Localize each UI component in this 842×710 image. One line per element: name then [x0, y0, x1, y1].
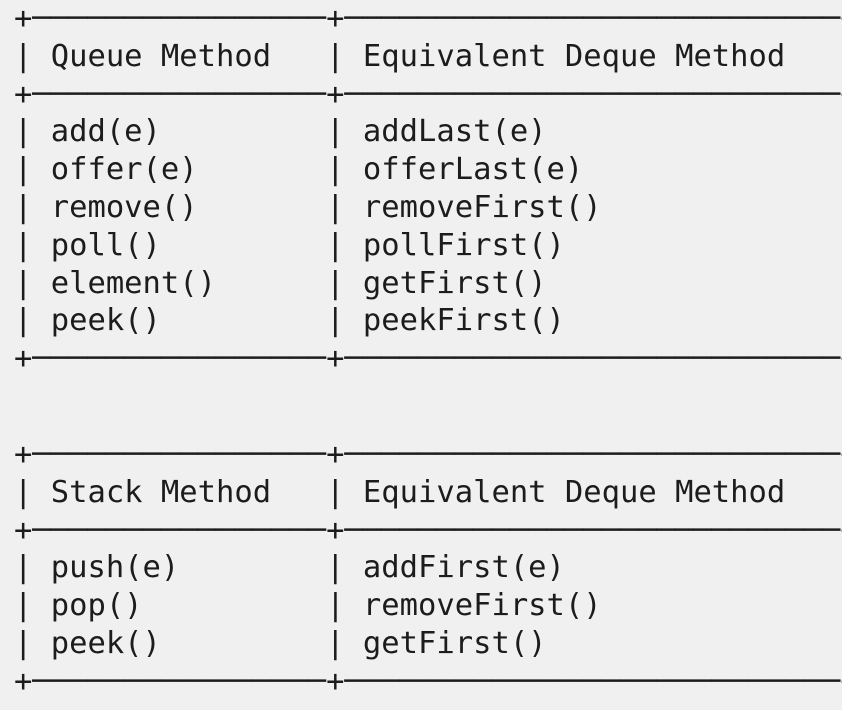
- table-border: |: [583, 152, 842, 188]
- table-row: | element() | getFirst() |: [14, 265, 842, 303]
- table-border: |: [14, 114, 51, 150]
- deque-method-cell: pollFirst(): [362, 227, 565, 263]
- table-row: | add(e) | addLast(e) |: [14, 113, 842, 151]
- table-row: | poll() | pollFirst() |: [14, 227, 842, 265]
- method-cell: peek(): [50, 625, 161, 661]
- table-border: |: [546, 625, 842, 661]
- table-border: |: [14, 189, 51, 225]
- table-border: |: [546, 265, 842, 301]
- table-border-top: +────────────────+──────────────────────…: [14, 0, 842, 38]
- table-border: +────────────────+──────────────────────…: [14, 341, 842, 377]
- method-cell: push(e): [50, 550, 180, 586]
- method-cell: pop(): [50, 588, 143, 624]
- method-cell: poll(): [50, 227, 161, 263]
- table-border: |: [564, 303, 842, 339]
- table-border: |: [14, 265, 51, 301]
- table-border: |: [160, 227, 363, 263]
- table-border: |: [14, 38, 51, 74]
- header-cell: Queue Method: [50, 38, 272, 74]
- method-cell: add(e): [50, 114, 161, 150]
- table-border: |: [197, 189, 363, 225]
- deque-method-cell: getFirst(): [362, 625, 547, 661]
- method-cell: offer(e): [50, 152, 198, 188]
- header-cell: Equivalent Deque Method: [362, 38, 786, 74]
- table-border: +────────────────+──────────────────────…: [14, 663, 842, 699]
- method-cell: element(): [50, 265, 216, 301]
- table-border: |: [564, 227, 842, 263]
- table-border: |: [160, 625, 363, 661]
- table-border: |: [142, 588, 363, 624]
- table-header-row: | Queue Method | Equivalent Deque Method…: [14, 38, 842, 76]
- table-border: |: [14, 152, 51, 188]
- table-header-row: | Stack Method | Equivalent Deque Method…: [14, 474, 842, 512]
- table-border: |: [785, 475, 842, 510]
- table-border: |: [160, 303, 363, 339]
- stack-method-table: +────────────────+──────────────────────…: [14, 436, 842, 701]
- table-border: |: [271, 474, 363, 510]
- method-cell: peek(): [50, 303, 161, 339]
- table-row: | offer(e) | offerLast(e) |: [14, 151, 842, 189]
- table-border: +────────────────+──────────────────────…: [14, 76, 842, 112]
- table-border: |: [14, 303, 51, 339]
- table-border: |: [785, 39, 842, 74]
- deque-method-cell: removeFirst(): [362, 189, 602, 225]
- table-border-header: +────────────────+──────────────────────…: [14, 76, 842, 114]
- header-cell: Equivalent Deque Method: [362, 474, 786, 510]
- table-border-bottom: +────────────────+──────────────────────…: [14, 340, 842, 378]
- deque-method-cell: getFirst(): [362, 265, 547, 301]
- table-border-top: +────────────────+──────────────────────…: [14, 436, 842, 474]
- table-border: |: [179, 550, 363, 586]
- header-cell: Stack Method: [50, 474, 272, 510]
- table-border: +────────────────+──────────────────────…: [14, 437, 842, 472]
- table-border: |: [601, 588, 842, 624]
- table-border: |: [601, 189, 842, 225]
- table-border: |: [14, 588, 51, 624]
- deque-method-cell: removeFirst(): [362, 588, 602, 624]
- table-border: +────────────────+──────────────────────…: [14, 512, 842, 548]
- deque-method-cell: addFirst(e): [362, 550, 565, 586]
- table-row: | peek() | getFirst() |: [14, 625, 842, 663]
- table-border: |: [197, 152, 363, 188]
- deque-method-cell: addLast(e): [362, 114, 547, 150]
- table-border-header: +────────────────+──────────────────────…: [14, 512, 842, 550]
- table-border: |: [14, 550, 51, 586]
- table-row: | pop() | removeFirst() |: [14, 587, 842, 625]
- table-row: | peek() | peekFirst() |: [14, 302, 842, 340]
- deque-method-cell: peekFirst(): [362, 303, 565, 339]
- method-cell: remove(): [50, 189, 198, 225]
- queue-method-table: +────────────────+──────────────────────…: [14, 0, 842, 378]
- table-border: +────────────────+──────────────────────…: [14, 1, 842, 36]
- table-border: |: [216, 265, 363, 301]
- deque-method-cell: offerLast(e): [362, 152, 584, 188]
- table-border: |: [271, 38, 363, 74]
- table-border: |: [14, 227, 51, 263]
- table-border: |: [14, 474, 51, 510]
- table-border: |: [160, 114, 363, 150]
- table-border-bottom: +────────────────+──────────────────────…: [14, 663, 842, 701]
- table-border: |: [564, 550, 842, 586]
- table-row: | remove() | removeFirst() |: [14, 189, 842, 227]
- table-border: |: [14, 625, 51, 661]
- table-border: |: [546, 114, 842, 150]
- table-row: | push(e) | addFirst(e) |: [14, 549, 842, 587]
